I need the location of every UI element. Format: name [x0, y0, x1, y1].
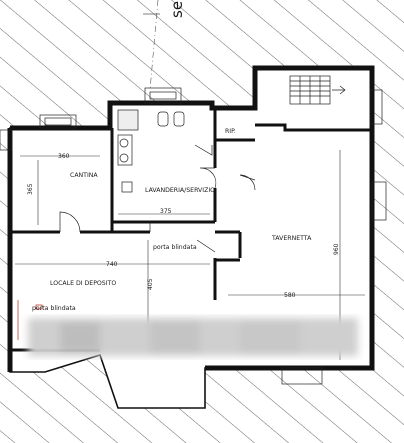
- dim-deposito-width: 740: [106, 261, 118, 268]
- bathroom-fixtures: [117, 109, 256, 193]
- room-label-lavanderia: LAVANDERIA/SERVIZIO: [145, 187, 215, 194]
- room-label-rip: RIP.: [225, 128, 236, 135]
- room-label-tavernetta: TAVERNETTA: [271, 235, 312, 242]
- header-partial-text: se: [168, 1, 186, 18]
- dim-cantina-height: 365: [27, 183, 34, 195]
- red-annotations: [17, 300, 43, 340]
- windows: [0, 87, 387, 385]
- note-porta-blindata-top: porta blindata: [153, 244, 197, 251]
- dimension-lines: [15, 150, 365, 360]
- doors: [59, 167, 256, 253]
- room-label-deposito: LOCALE DI DEPOSITO: [50, 280, 116, 287]
- dim-tavernetta-width: 580: [284, 292, 296, 299]
- room-label-cantina: CANTINA: [70, 172, 98, 179]
- dim-tavernetta-height: 960: [333, 243, 340, 255]
- staircase: [289, 75, 346, 105]
- dim-deposito-height: 405: [147, 278, 154, 290]
- section-axis: [149, 0, 159, 91]
- dim-lavanderia-width: 375: [160, 208, 172, 215]
- dim-cantina-width: 360: [58, 153, 70, 160]
- note-porta-blindata-bottom: porta blindata: [32, 305, 76, 312]
- redacted-area: [28, 318, 358, 356]
